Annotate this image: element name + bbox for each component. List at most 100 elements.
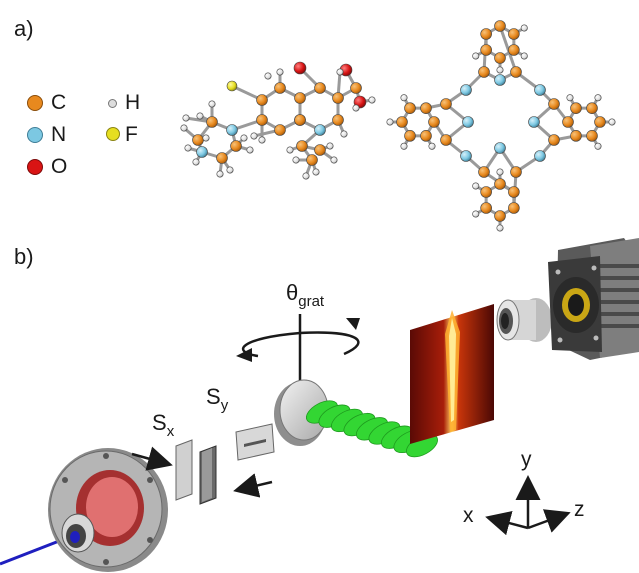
slit-x-arrow-lower (233, 473, 273, 498)
hydrogen-atom (326, 142, 334, 150)
nitrogen-atom (494, 142, 506, 154)
hydrogen-atom (472, 182, 480, 190)
carbon-atom (570, 130, 582, 142)
hydrogen-atom (566, 94, 574, 102)
hydrogen-atom (594, 142, 602, 150)
hydrogen-atom (216, 170, 224, 178)
carbon-atom (586, 130, 598, 142)
hydrogen-atom (368, 96, 376, 104)
panel-a-label: a) (14, 16, 34, 41)
slit-y (235, 423, 275, 461)
hydrogen-atom (180, 124, 188, 132)
carbon-atom (480, 28, 492, 40)
hydrogen-atom (496, 168, 504, 176)
grating (274, 379, 329, 446)
z-axis-label: z (574, 498, 585, 521)
carbon-atom (192, 134, 204, 146)
carbon-atom (508, 44, 520, 56)
carbon-atom (274, 124, 286, 136)
hydrogen-atom (202, 134, 210, 142)
rotation-arrow (241, 331, 360, 358)
camera-body (548, 238, 639, 360)
hydrogen-atom (182, 114, 190, 122)
carbon-atom (478, 66, 490, 78)
carbon-atom (570, 102, 582, 114)
hydrogen-legend-label: H (125, 91, 141, 114)
oxygen-legend-label: O (51, 155, 68, 178)
hydrogen-atom (336, 68, 344, 76)
carbon-atom (206, 116, 218, 128)
hydrogen-atom (608, 118, 616, 126)
nitrogen-atom (460, 150, 472, 162)
x-axis-label: x (463, 504, 474, 527)
carbon-atom (480, 202, 492, 214)
carbon-atom (440, 134, 452, 146)
carbon-atom (510, 66, 522, 78)
nitrogen-atom (462, 116, 474, 128)
x-axis-arrow (485, 511, 529, 536)
molecule-right (386, 20, 616, 232)
carbon-atom (480, 44, 492, 56)
carbon-atom (216, 152, 228, 164)
carbon-atom (480, 186, 492, 198)
carbon-atom (548, 134, 560, 146)
carbon-atom (230, 140, 242, 152)
carbon-atom (420, 102, 432, 114)
hydrogen-atom (192, 158, 200, 166)
molecule-left (180, 61, 376, 180)
carbon-atom (440, 98, 452, 110)
fluorine-legend-dot (106, 127, 120, 141)
carbon-atom (306, 154, 318, 166)
hydrogen-atom (496, 66, 504, 74)
hydrogen-atom (340, 130, 348, 138)
hydrogen-atom (196, 112, 204, 120)
carbon-atom (510, 166, 522, 178)
camera-lens (496, 298, 552, 342)
hydrogen-atom (472, 52, 480, 60)
nitrogen-legend-dot (27, 127, 43, 143)
carbon-atom (428, 116, 440, 128)
hydrogen-atom (246, 146, 254, 154)
slit-y-label: Sy (206, 384, 229, 414)
hydrogen-atom (520, 52, 528, 60)
hydrogen-atom (226, 166, 234, 174)
hydrogen-atom (428, 142, 436, 150)
carbon-atom (548, 98, 560, 110)
carbon-atom (478, 166, 490, 178)
carbon-atom (404, 130, 416, 142)
hydrogen-atom (240, 134, 248, 142)
oxygen-legend-dot (27, 159, 43, 175)
carbon-atom (494, 210, 506, 222)
detector-image (410, 304, 494, 444)
hydrogen-atom (330, 156, 338, 164)
hydrogen-atom (250, 132, 258, 140)
carbon-atom (494, 20, 506, 32)
rotation-label: θgrat (286, 280, 325, 310)
hydrogen-atom (276, 68, 284, 76)
z-axis-arrow (527, 509, 571, 533)
carbon-atom (314, 144, 326, 156)
panel-b-label: b) (14, 244, 34, 269)
rotation-arrow-head-right (346, 318, 360, 330)
nitrogen-atom (314, 124, 326, 136)
nitrogen-atom (534, 84, 546, 96)
carbon-atom (508, 28, 520, 40)
carbon-atom (404, 102, 416, 114)
carbon-atom (332, 92, 344, 104)
nitrogen-atom (494, 74, 506, 86)
nitrogen-atom (460, 84, 472, 96)
nitrogen-atom (196, 146, 208, 158)
nitrogen-atom (528, 116, 540, 128)
hydrogen-legend-dot (108, 99, 117, 108)
hydrogen-atom (264, 72, 272, 80)
hydrogen-atom (352, 104, 360, 112)
carbon-atom (508, 202, 520, 214)
fluorine-atom (226, 80, 238, 92)
carbon-atom (586, 102, 598, 114)
carbon-atom (274, 82, 286, 94)
carbon-atom (256, 94, 268, 106)
slit-x-label: Sx (152, 410, 175, 440)
carbon-legend-dot (27, 95, 43, 111)
hydrogen-atom (312, 168, 320, 176)
carbon-atom (294, 92, 306, 104)
